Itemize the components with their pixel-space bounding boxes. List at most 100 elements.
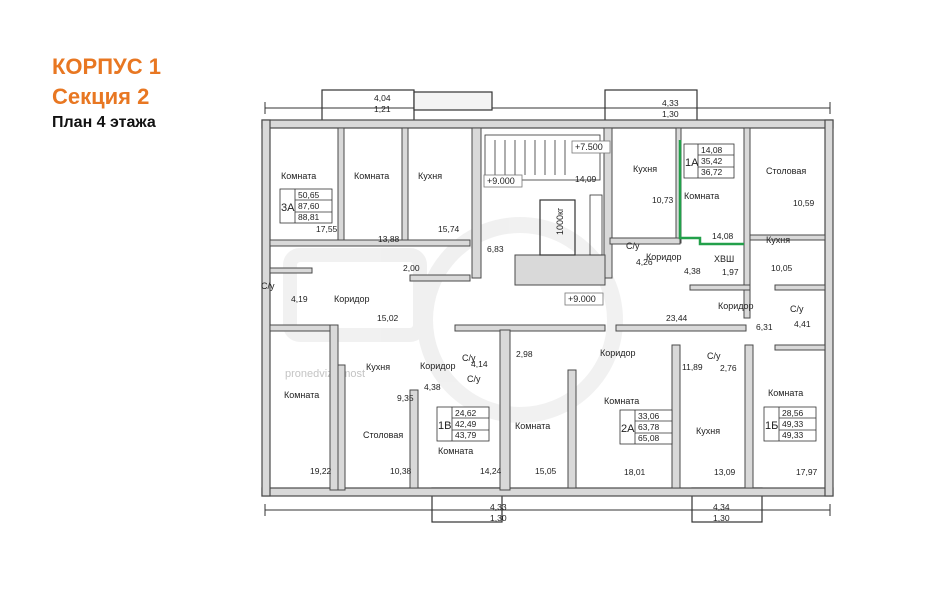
room-label: Комната (768, 388, 803, 398)
title-block: КОРПУС 1 Секция 2 План 4 этажа (52, 52, 161, 134)
area-value: 10,05 (771, 263, 793, 273)
area-value: 9,35 (397, 393, 414, 403)
area-value: 4,14 (471, 359, 488, 369)
room-label: Комната (515, 421, 550, 431)
area-value: 13,09 (714, 467, 736, 477)
room-labels: Комната Комната Кухня Кухня Комната Стол… (261, 164, 806, 456)
area-value: 4,41 (794, 319, 811, 329)
dimension-lines (264, 102, 831, 516)
area-value: 4,38 (684, 266, 701, 276)
area-value: 19,22 (310, 466, 332, 476)
area-value: 10,38 (390, 466, 412, 476)
apartment-id: 1Б (765, 420, 778, 432)
apartment-tag-3a: 3А 50,65 87,60 88,81 (279, 188, 333, 224)
apartment-id: 2А (621, 423, 635, 435)
apartment-1a-outline (678, 140, 744, 246)
balcony-4-dim-top: 4,34 (713, 502, 730, 512)
room-label: Коридор (718, 301, 754, 311)
level-marker-1: +7.500 (575, 142, 603, 152)
room-label: Комната (684, 191, 719, 201)
area-values: 17,55 13,88 15,74 6,83 14,09 10,73 14,08… (291, 174, 818, 477)
apartment-area-living: 14,08 (701, 145, 723, 155)
level-markers (483, 140, 611, 306)
balcony-1-dim-top: 4,04 (374, 93, 391, 103)
floor-plan-title: План 4 этажа (52, 114, 156, 131)
area-value: 18,01 (624, 467, 646, 477)
stairwell (484, 134, 603, 256)
room-label: Столовая (766, 166, 806, 176)
building-title: КОРПУС 1 (52, 54, 161, 79)
apartment-tag-1v: 1В 24,62 42,49 43,79 (436, 406, 490, 442)
apartment-id: 1В (438, 420, 451, 432)
room-label: С/у (261, 281, 275, 291)
area-value: 14,08 (712, 231, 734, 241)
room-label: Кухня (418, 171, 442, 181)
apartment-area-full: 65,08 (638, 433, 660, 443)
level-marker-3: +9.000 (568, 294, 596, 304)
apartment-area-total: 87,60 (298, 201, 320, 211)
room-label: С/у (790, 304, 804, 314)
area-value: 14,09 (575, 174, 597, 184)
area-value: 15,02 (377, 313, 399, 323)
apartment-area-full: 49,33 (782, 430, 804, 440)
apartment-area-total: 63,78 (638, 422, 660, 432)
area-value: 1,97 (722, 267, 739, 277)
area-value: 4,19 (291, 294, 308, 304)
outer-walls (261, 119, 834, 497)
apartment-area-full: 88,81 (298, 212, 320, 222)
room-label: С/у (462, 353, 476, 363)
apartment-id: 3А (281, 202, 295, 214)
room-label: ХВШ (714, 254, 734, 264)
room-label: Кухня (633, 164, 657, 174)
area-value: 13,88 (378, 234, 400, 244)
apartment-area-living: 33,06 (638, 411, 660, 421)
room-label: Кухня (366, 362, 390, 372)
watermark-text: pronedvizhimost (285, 368, 365, 380)
elevator-label: 1000кг (555, 207, 565, 235)
area-value: 17,97 (796, 467, 818, 477)
balcony-3-dim-top: 4,33 (490, 502, 507, 512)
area-value: 2,76 (720, 363, 737, 373)
area-value: 10,73 (652, 195, 674, 205)
apartment-id: 1А (685, 157, 699, 169)
room-label: Коридор (600, 348, 636, 358)
area-value: 23,44 (666, 313, 688, 323)
room-label: Коридор (420, 361, 456, 371)
apartment-tag-2a: 2А 33,06 63,78 65,08 (619, 409, 673, 445)
apartment-area-total: 35,42 (701, 156, 723, 166)
apartment-tag-1b: 1Б 28,56 49,33 49,33 (763, 406, 817, 442)
area-value: 2,98 (516, 349, 533, 359)
balcony-3-dim-bottom: 1,30 (490, 513, 507, 523)
room-label: Коридор (334, 294, 370, 304)
section-title: Секция 2 (52, 84, 150, 109)
apartment-area-living: 28,56 (782, 408, 804, 418)
room-label: Столовая (363, 430, 403, 440)
apartment-area-full: 43,79 (455, 430, 477, 440)
balcony-2-dim-top: 4,33 (662, 98, 679, 108)
room-label: Комната (438, 446, 473, 456)
room-label: С/у (626, 241, 640, 251)
room-label: Комната (284, 390, 319, 400)
room-label: Кухня (696, 426, 720, 436)
area-value: 4,38 (424, 382, 441, 392)
apartment-area-living: 24,62 (455, 408, 477, 418)
balcony-4-dim-bottom: 1,30 (713, 513, 730, 523)
area-value: 14,24 (480, 466, 502, 476)
apartment-area-total: 49,33 (782, 419, 804, 429)
apartment-area-total: 42,49 (455, 419, 477, 429)
area-value: 6,31 (756, 322, 773, 332)
room-label: С/у (467, 374, 481, 384)
area-value: 17,55 (316, 224, 338, 234)
area-value: 15,74 (438, 224, 460, 234)
room-label: С/у (707, 351, 721, 361)
balcony-1-dim-bottom: 1,21 (374, 104, 391, 114)
apartment-area-living: 50,65 (298, 190, 320, 200)
area-value: 6,83 (487, 244, 504, 254)
area-value: 10,59 (793, 198, 815, 208)
room-label: Комната (604, 396, 639, 406)
room-label: Коридор (646, 252, 682, 262)
area-value: 15,05 (535, 466, 557, 476)
area-value: 4,26 (636, 257, 653, 267)
inner-walls (269, 127, 826, 491)
